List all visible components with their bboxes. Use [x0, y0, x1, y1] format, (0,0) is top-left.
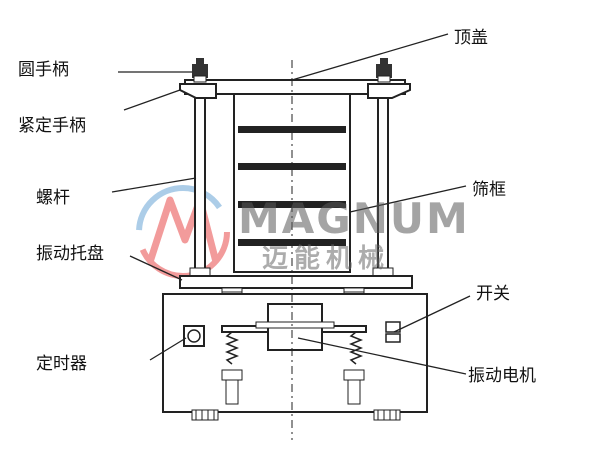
label-round-handle: 圆手柄: [18, 60, 69, 80]
left-screw-rod: [194, 97, 206, 271]
power-switch: [385, 321, 401, 343]
label-top-cover: 顶盖: [454, 28, 488, 48]
label-sieve-frame: 筛框: [472, 180, 506, 200]
right-round-handle: [376, 58, 392, 83]
label-vibration-motor: 振动电机: [468, 366, 536, 386]
right-spring: [348, 331, 364, 365]
left-clamp-bracket: [179, 83, 217, 99]
leader-lines: [111, 33, 471, 375]
magnum-logo-emblem: [136, 185, 230, 279]
timer-dial: [183, 325, 205, 347]
right-clamp-bracket: [367, 83, 411, 99]
watermark-brand: MAGNUM: [238, 194, 470, 243]
label-switch: 开关: [476, 284, 510, 304]
label-vibration-tray: 振动托盘: [36, 244, 104, 264]
label-screw-rod: 螺杆: [36, 188, 70, 208]
label-timer: 定时器: [36, 354, 87, 374]
vibration-tray: [179, 275, 413, 289]
feet: [191, 409, 401, 421]
left-spring: [224, 331, 240, 365]
left-round-handle: [192, 58, 208, 83]
label-tighten-handle: 紧定手柄: [18, 116, 86, 136]
watermark-chinese: 迈能机械: [262, 244, 391, 274]
